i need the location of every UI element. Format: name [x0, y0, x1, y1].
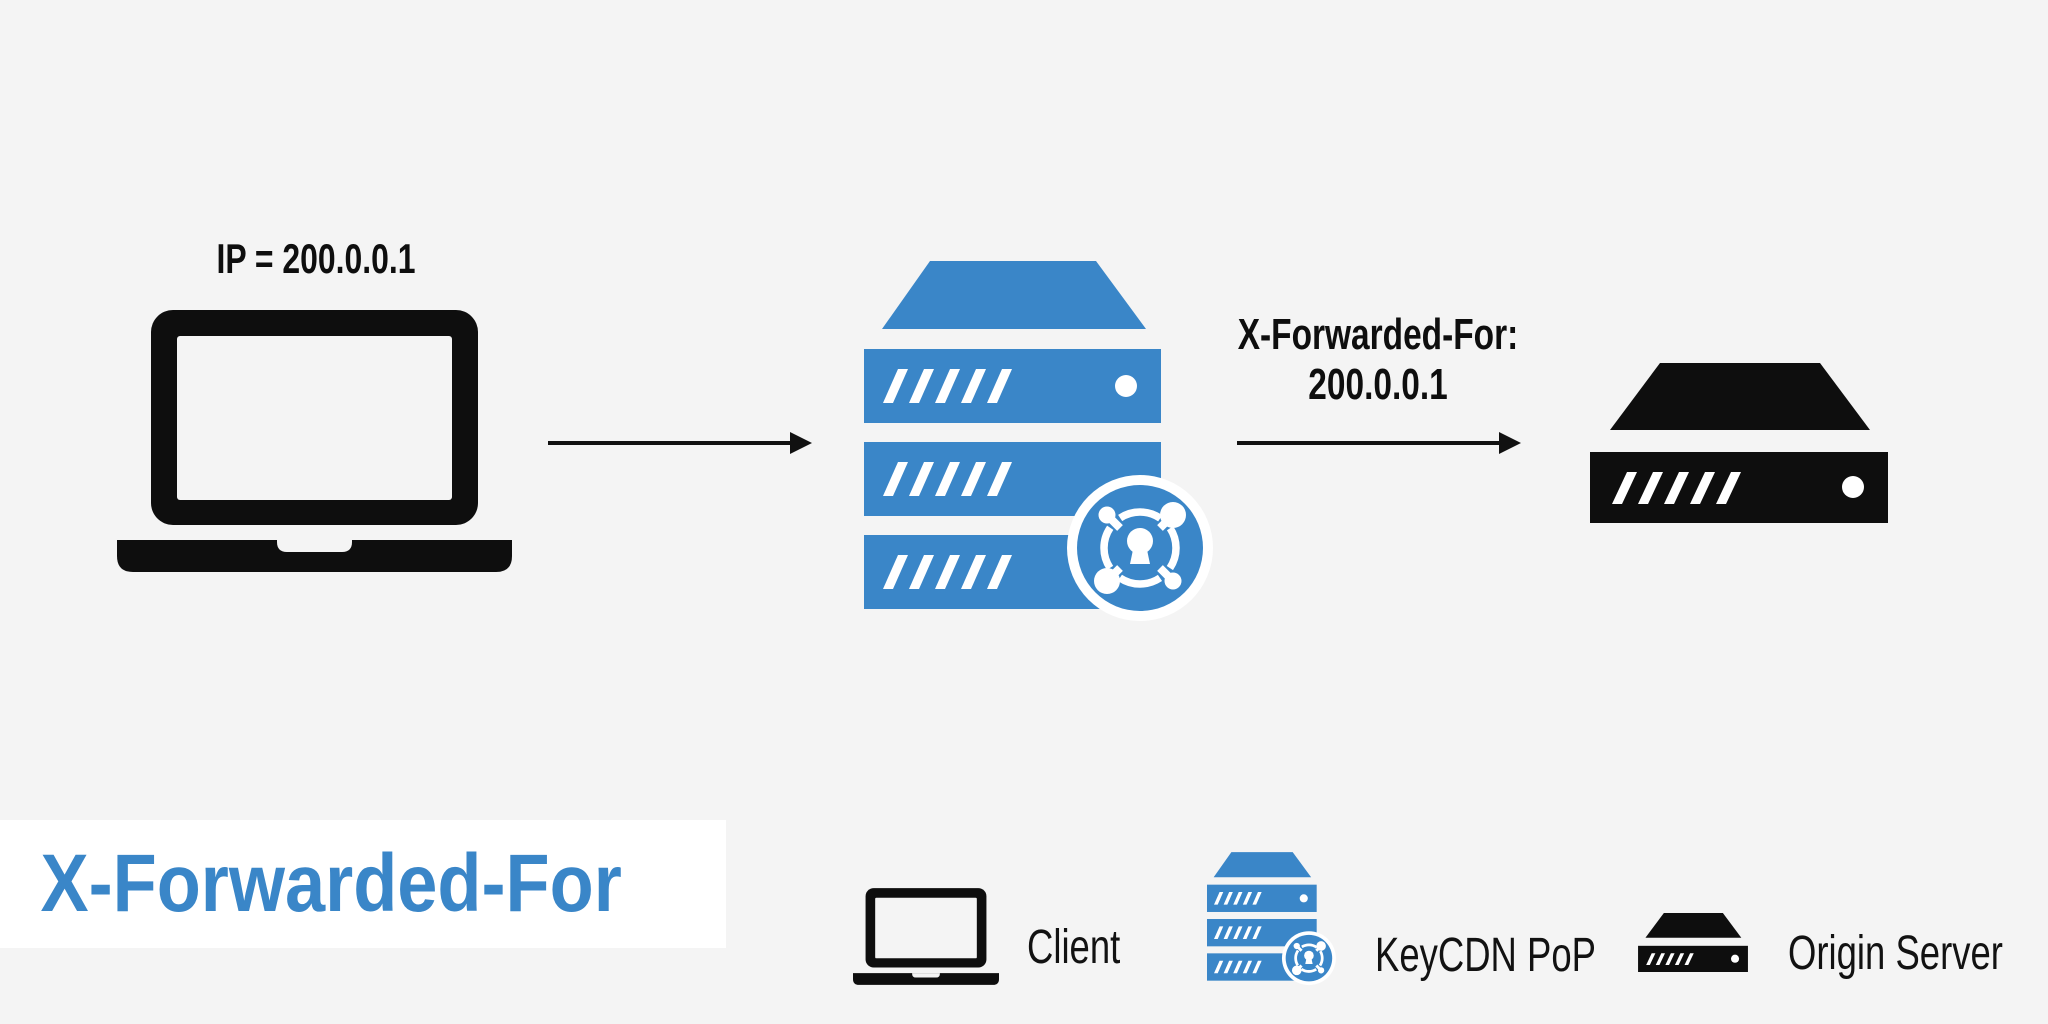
laptop-icon — [853, 888, 999, 985]
legend-label-keycdn-pop: KeyCDN PoP — [1375, 929, 1596, 982]
cdn-pop-server-icon — [864, 261, 1216, 623]
legend-label-origin-server: Origin Server — [1788, 927, 2003, 980]
arrow-head-icon — [1499, 432, 1521, 454]
arrow-line — [548, 441, 790, 445]
cdn-pop-server-icon — [1207, 852, 1337, 986]
legend-label-client: Client — [1027, 921, 1121, 974]
origin-server-icon — [1590, 363, 1888, 523]
arrow-line — [1237, 441, 1499, 445]
xff-header-line2: 200.0.0.1 — [1308, 360, 1448, 409]
xff-header-label: X-Forwarded-For: 200.0.0.1 — [1226, 310, 1530, 410]
arrow-head-icon — [790, 432, 812, 454]
xff-header-line1: X-Forwarded-For: — [1237, 310, 1519, 359]
client-ip-label: IP = 200.0.0.1 — [216, 235, 416, 282]
page-title: X-Forwarded-For — [40, 838, 622, 929]
title-banner: X-Forwarded-For — [0, 820, 726, 948]
client-laptop-icon — [117, 310, 512, 572]
origin-server-icon — [1638, 913, 1748, 972]
